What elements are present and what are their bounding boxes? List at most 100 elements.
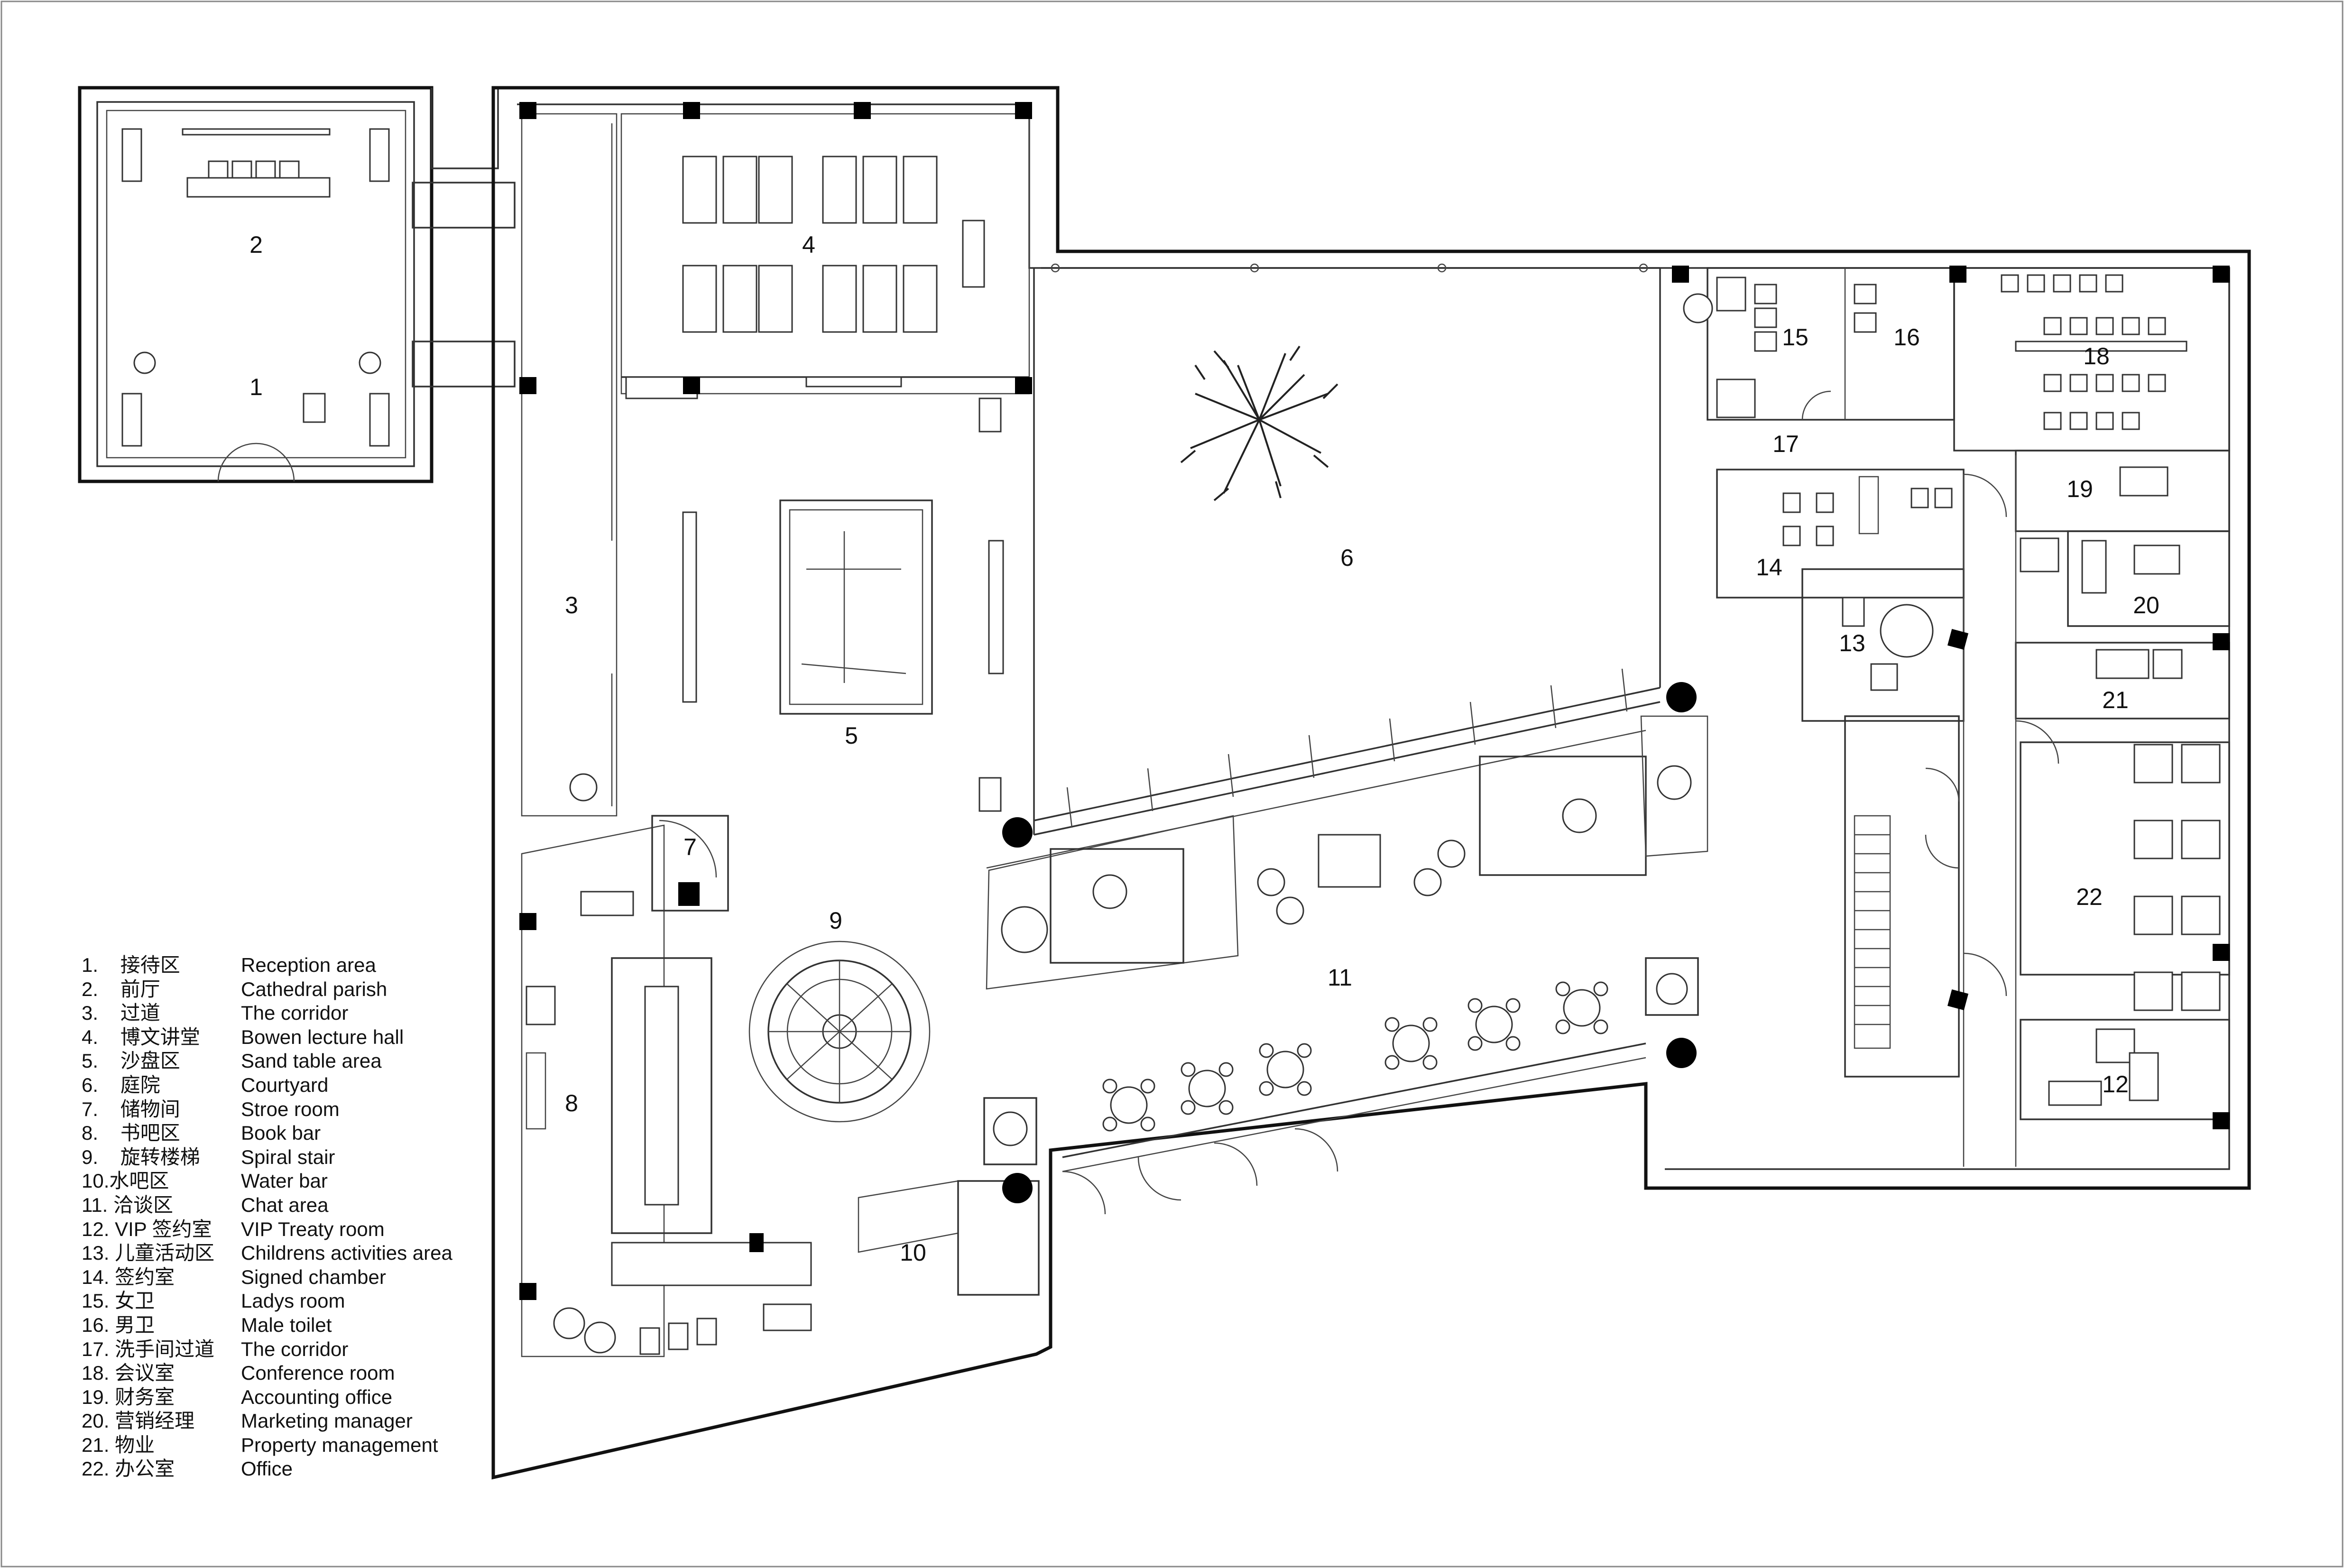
room-label-8: 8 [565, 1090, 578, 1116]
legend-cn: 财务室 [115, 1385, 175, 1408]
legend-en: Ladys room [241, 1290, 345, 1312]
legend-en: Courtyard [241, 1073, 329, 1096]
room-label-9: 9 [829, 907, 842, 934]
link-corridors [412, 88, 516, 387]
legend-en: Bowen lecture hall [241, 1025, 404, 1048]
tree-icon [1180, 345, 1338, 501]
legend-cn: 书吧区 [120, 1122, 180, 1144]
legend-cn: VIP 签约室 [115, 1218, 212, 1240]
store-room [651, 815, 729, 912]
main-outline [491, 86, 2251, 1480]
legend-en: Marketing manager [241, 1410, 413, 1432]
room-label-17: 17 [1772, 431, 1799, 457]
book-bar [521, 824, 812, 1357]
room-label-18: 18 [2083, 343, 2110, 369]
legend-cn: 洽谈区 [113, 1193, 173, 1216]
room-label-7: 7 [683, 834, 697, 860]
legend-cn: 储物间 [120, 1098, 180, 1120]
legend-cn: 水吧区 [109, 1170, 169, 1192]
room-label-12: 12 [2102, 1071, 2129, 1098]
legend-en: The corridor [241, 1002, 349, 1024]
conference-room [1953, 267, 2230, 452]
toilet-block [1683, 267, 1955, 421]
legend-cn: 接待区 [120, 954, 180, 976]
room-label-19: 19 [2067, 476, 2093, 502]
legend-cn: 沙盘区 [120, 1050, 180, 1072]
stair-core [1844, 715, 1960, 1078]
chat-area-furniture [986, 715, 1708, 1215]
legend-en: Book bar [241, 1122, 321, 1144]
legend-en: Childrens activities area [241, 1242, 452, 1264]
room-label-2: 2 [249, 231, 263, 258]
legend-en: Water bar [241, 1170, 328, 1192]
room-label-21: 21 [2102, 687, 2129, 713]
signing-play-rooms [1716, 469, 1965, 722]
room-label-3: 3 [565, 592, 578, 618]
legend-cn: 洗手间过道 [115, 1337, 215, 1360]
legend-cn: 男卫 [115, 1313, 155, 1336]
legend-en: Office [241, 1457, 293, 1480]
legend-cn: 会议室 [115, 1362, 175, 1384]
legend-cn: 营销经理 [115, 1410, 195, 1432]
room-label-11: 11 [1328, 964, 1352, 991]
spiral-stair [748, 941, 931, 1123]
legend-cn: 庭院 [120, 1073, 160, 1096]
structural-columns [519, 102, 2230, 1300]
legend-en: Reception area [241, 954, 376, 976]
legend-en: Property management [241, 1433, 438, 1456]
room-label-14: 14 [1756, 554, 1782, 581]
legend-cn: 女卫 [115, 1290, 155, 1312]
room-label-13: 13 [1839, 630, 1865, 656]
legend-cn: 过道 [120, 1002, 160, 1024]
legend-en: Conference room [241, 1362, 395, 1384]
legend-cn: 博文讲堂 [120, 1025, 200, 1048]
room-label-4: 4 [802, 231, 815, 258]
legend-cn: 签约室 [115, 1265, 175, 1288]
room-number-labels: 1 2 3 4 5 6 7 8 9 10 11 12 13 14 15 16 1… [249, 231, 2159, 1266]
legend-en: Signed chamber [241, 1265, 386, 1288]
legend-en: The corridor [241, 1337, 349, 1360]
room-label-5: 5 [845, 722, 858, 749]
legend-cn: 物业 [115, 1433, 155, 1456]
legend-en: Cathedral parish [241, 978, 388, 1000]
legend-cn: 前厅 [120, 978, 160, 1000]
water-bar [858, 1097, 1040, 1296]
room-label-1: 1 [249, 374, 263, 400]
diagonal-walls [986, 668, 1661, 1172]
pavilion-block [78, 86, 434, 483]
courtyard [1033, 263, 1661, 835]
legend-cn: 办公室 [115, 1457, 175, 1480]
legend-cn: 旋转楼梯 [120, 1145, 200, 1168]
room-label-22: 22 [2076, 884, 2103, 910]
room-label-20: 20 [2133, 592, 2159, 618]
room-label-10: 10 [900, 1239, 926, 1266]
legend-en: Stroe room [241, 1098, 340, 1120]
legend-en: Accounting office [241, 1385, 393, 1408]
corridor-area [521, 113, 618, 817]
room-label-15: 15 [1782, 324, 1809, 350]
room-label-16: 16 [1893, 324, 1920, 350]
legend-cn: 儿童活动区 [115, 1242, 215, 1264]
legend-en: Sand table area [241, 1050, 382, 1072]
